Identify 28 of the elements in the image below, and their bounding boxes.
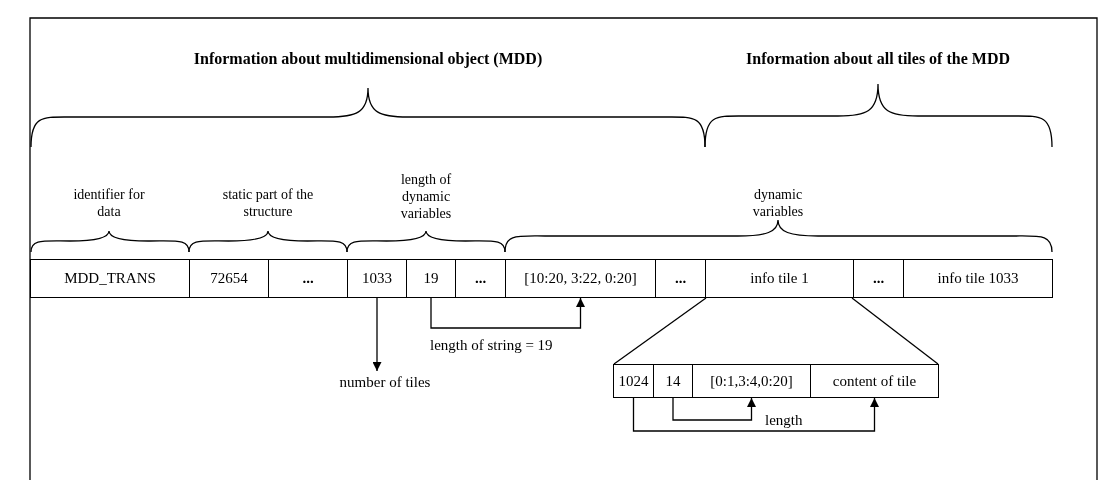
record-field: 1024 bbox=[613, 364, 654, 398]
arrow bbox=[672, 397, 756, 421]
record-field: ... bbox=[655, 259, 706, 298]
arrow bbox=[372, 297, 382, 372]
record-field: 72654 bbox=[189, 259, 269, 298]
brace-caption: dynamic variables bbox=[751, 186, 805, 220]
record-field: info tile 1033 bbox=[903, 259, 1053, 298]
arrow bbox=[632, 397, 879, 432]
record-field: content of tile bbox=[810, 364, 939, 398]
record-field: 1033 bbox=[347, 259, 407, 298]
record-field: [0:1,3:4,0:20] bbox=[692, 364, 811, 398]
record-field: 19 bbox=[406, 259, 456, 298]
edge-label: length of string = 19 bbox=[430, 337, 553, 354]
section-heading: Information about all tiles of the MDD bbox=[745, 50, 1011, 67]
arrow bbox=[430, 297, 585, 329]
section-heading: Information about multidimensional object (MDD) bbox=[192, 50, 544, 67]
record-field: 14 bbox=[653, 364, 693, 398]
brace-caption: length of dynamic variables bbox=[399, 171, 453, 222]
record-field: info tile 1 bbox=[705, 259, 854, 298]
record-field: [10:20, 3:22, 0:20] bbox=[505, 259, 656, 298]
record-field: ... bbox=[853, 259, 904, 298]
record-field: ... bbox=[268, 259, 348, 298]
field-caption: number of tiles bbox=[335, 371, 435, 393]
record-field: MDD_TRANS bbox=[30, 259, 190, 298]
brace-caption: identifier for data bbox=[73, 186, 145, 220]
record-field: ... bbox=[455, 259, 506, 298]
edge-label: length bbox=[765, 412, 803, 429]
brace-caption: static part of the structure bbox=[221, 186, 315, 220]
